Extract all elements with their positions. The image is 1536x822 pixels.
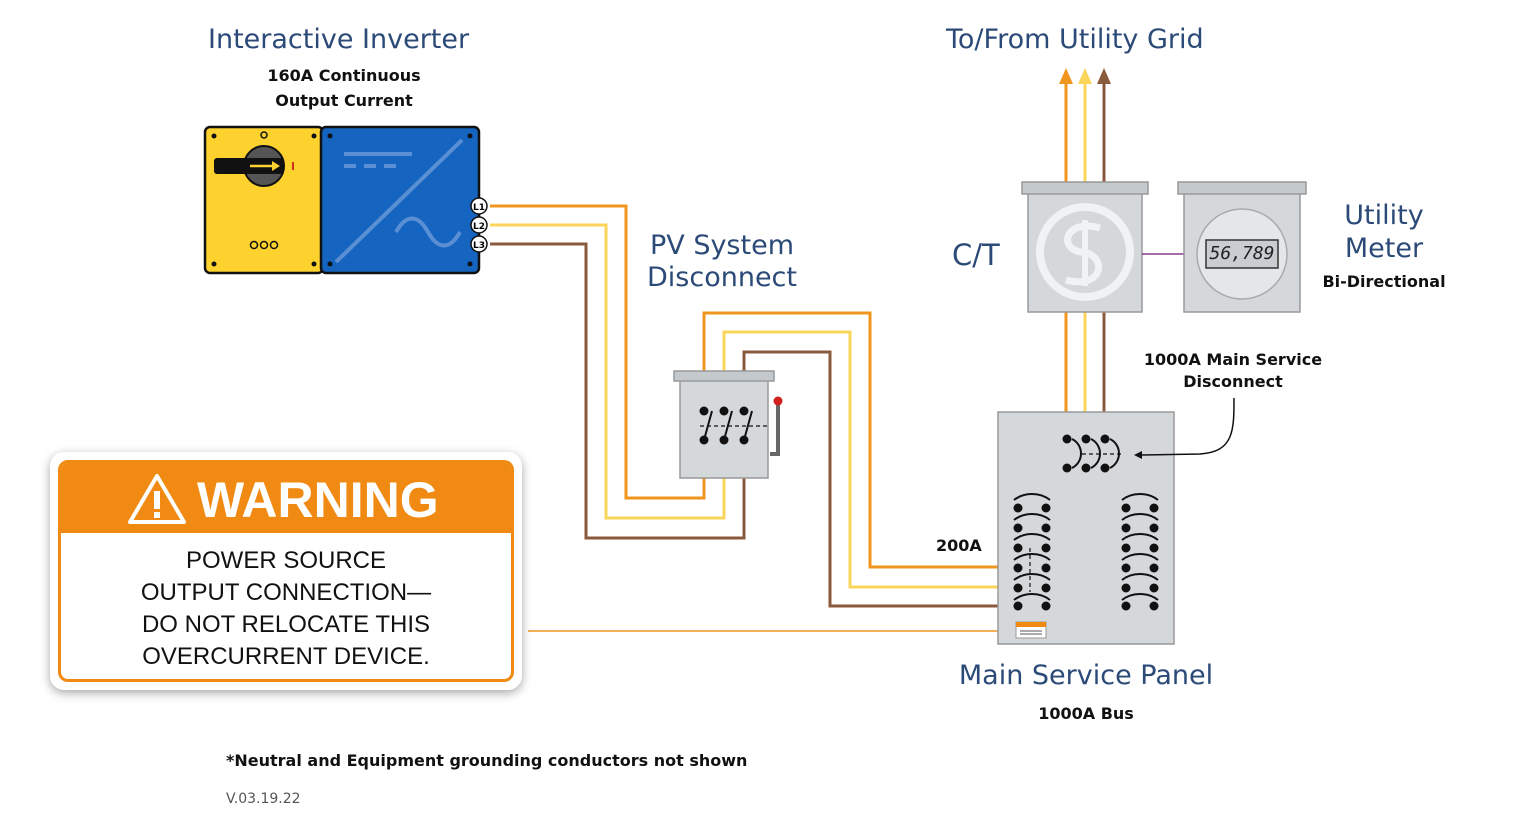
disconnect-handle-icon xyxy=(770,402,780,456)
breaker-terminal xyxy=(1149,503,1159,513)
arrow-left-icon xyxy=(1134,451,1142,459)
breaker-terminal xyxy=(1013,583,1023,593)
inverter-subtitle-line1: 160A Continuous xyxy=(267,66,421,85)
terminal-l2: L2 xyxy=(470,216,488,234)
grid-wires xyxy=(1059,68,1111,412)
utility-meter xyxy=(1177,181,1307,313)
terminal-l1: L1 xyxy=(470,197,488,215)
breaker-terminal xyxy=(1013,503,1023,513)
breaker-terminal xyxy=(1121,563,1131,573)
warning-header-text: WARNING xyxy=(197,472,439,528)
breaker-rating-label: 200A xyxy=(936,536,982,555)
breaker-arc xyxy=(1013,533,1051,541)
arrow-up-icon xyxy=(1078,68,1092,84)
breaker-terminal xyxy=(1149,563,1159,573)
meter-display xyxy=(1205,239,1279,269)
breaker-arc xyxy=(1013,513,1051,521)
breaker-terminal xyxy=(1013,543,1023,553)
grid-title: To/From Utility Grid xyxy=(946,24,1204,55)
breaker-terminal xyxy=(1121,503,1131,513)
breaker-terminal xyxy=(1041,543,1051,553)
breaker-arc xyxy=(1121,493,1159,501)
callout-arrow xyxy=(1139,397,1235,456)
pv-to-panel-wires xyxy=(702,311,998,608)
branch-breakers-left xyxy=(1013,493,1051,611)
breaker-terminal xyxy=(1121,601,1131,611)
terminal-l3: L3 xyxy=(470,235,488,253)
breaker-terminal xyxy=(1041,523,1051,533)
breaker-terminal xyxy=(1013,563,1023,573)
breaker-terminal xyxy=(1041,503,1051,513)
version-label: V.03.19.22 xyxy=(226,791,301,807)
breaker-arc xyxy=(1121,533,1159,541)
inverter-title: Interactive Inverter xyxy=(208,24,470,55)
breaker-terminal xyxy=(1149,543,1159,553)
branch-breakers-right xyxy=(1121,493,1159,611)
breaker-terminal xyxy=(1041,601,1051,611)
pv-disconnect-title-line2: Disconnect xyxy=(647,262,797,293)
inverter-subtitle-line2: Output Current xyxy=(275,91,413,110)
breaker-terminal xyxy=(1121,543,1131,553)
warning-line: OUTPUT CONNECTION— xyxy=(140,579,432,606)
breaker-arc xyxy=(1013,553,1051,561)
main-disconnect-breaker xyxy=(1062,434,1124,473)
breaker-arc xyxy=(1121,553,1159,561)
main-disconnect-label-line2: Disconnect xyxy=(1183,372,1283,391)
meter-title-line2: Meter xyxy=(1344,233,1424,264)
breaker-arc xyxy=(1121,573,1159,581)
meter-title-line1: Utility xyxy=(1344,200,1424,231)
arrow-up-icon xyxy=(1097,68,1111,84)
warning-sign: WARNING POWER SOURCE OUTPUT CONNECTION— … xyxy=(50,452,522,690)
warning-sign-border: WARNING POWER SOURCE OUTPUT CONNECTION— … xyxy=(58,460,514,682)
terminal-label: L3 xyxy=(473,241,485,251)
ct-symbol-icon xyxy=(1036,203,1134,301)
breaker-terminal xyxy=(1121,583,1131,593)
terminal-label: L1 xyxy=(473,203,485,213)
warning-line: POWER SOURCE xyxy=(185,547,386,574)
dc-ac-symbol-icon xyxy=(334,138,464,264)
breaker-terminal xyxy=(1149,523,1159,533)
pv-disconnect-box xyxy=(673,370,783,479)
terminal-label: L2 xyxy=(473,222,485,232)
arrow-up-icon xyxy=(1059,68,1073,84)
warning-line: DO NOT RELOCATE THIS xyxy=(141,611,431,638)
warning-header: WARNING xyxy=(61,463,511,533)
ct-label: C/T xyxy=(952,238,1000,272)
pv-disconnect-title-line1: PV System xyxy=(649,230,795,261)
breaker-terminal xyxy=(1121,523,1131,533)
main-panel-subtitle: 1000A Bus xyxy=(1038,704,1134,723)
main-disconnect-label-line1: 1000A Main Service xyxy=(1143,350,1323,369)
ct-enclosure xyxy=(1021,181,1149,313)
rotary-switch-icon xyxy=(214,145,294,187)
warning-line: OVERCURRENT DEVICE. xyxy=(142,643,430,670)
breaker-arc xyxy=(1013,493,1051,501)
breaker-terminal xyxy=(1149,583,1159,593)
meter-subtitle: Bi-Directional xyxy=(1322,272,1446,291)
footnote: *Neutral and Equipment grounding conduct… xyxy=(226,751,748,770)
mini-warning-label-icon xyxy=(1015,621,1047,639)
breaker-arc xyxy=(1013,573,1051,581)
main-service-panel xyxy=(997,411,1175,645)
main-panel-title: Main Service Panel xyxy=(958,660,1214,691)
breaker-arc xyxy=(1121,513,1159,521)
warning-triangle-icon xyxy=(128,474,186,524)
breaker-terminal xyxy=(1013,601,1023,611)
breaker-terminal xyxy=(1041,563,1051,573)
meter-reading: 56,789 xyxy=(1209,243,1275,264)
breaker-arc xyxy=(1121,593,1159,601)
breaker-arc xyxy=(1013,593,1051,601)
breaker-terminal xyxy=(1013,523,1023,533)
breaker-terminal xyxy=(1041,583,1051,593)
inverter: L1 L2 L3 xyxy=(203,125,488,275)
breaker-terminal xyxy=(1149,601,1159,611)
